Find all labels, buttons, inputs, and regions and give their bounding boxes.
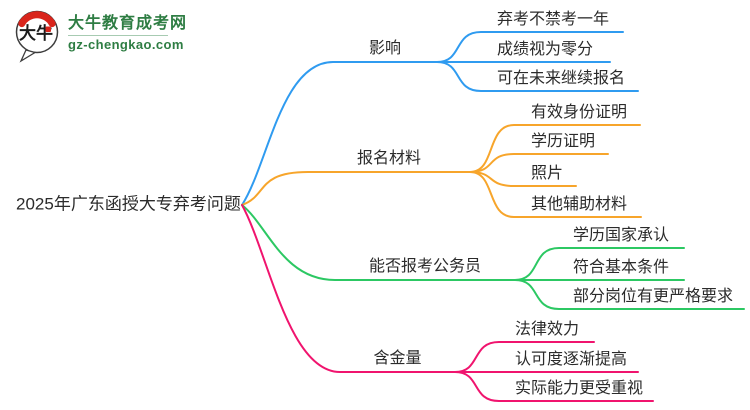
connector-line <box>241 204 456 373</box>
subtopic-3-3[interactable]: 部分岗位有更严格要求 <box>573 288 734 305</box>
connector-line <box>469 124 641 173</box>
subtopic-1-3[interactable]: 可在未来继续报名 <box>497 70 626 87</box>
logo-domain: gz-chengkao.com <box>68 37 184 52</box>
connector-line <box>469 153 609 173</box>
subtopic-2-1[interactable]: 有效身份证明 <box>531 104 628 121</box>
root-topic[interactable]: 2025年广东函授大专弃考问题 <box>16 194 241 214</box>
subtopic-3-2[interactable]: 符合基本条件 <box>573 259 670 276</box>
connector-line <box>514 247 685 281</box>
logo-seal <box>45 26 51 32</box>
subtopic-1-2[interactable]: 成绩视为零分 <box>497 41 594 58</box>
connector-line <box>469 171 642 218</box>
logo-divider <box>68 35 168 36</box>
subtopic-2-4[interactable]: 其他辅助材料 <box>531 196 628 213</box>
subtopic-2-3[interactable]: 照片 <box>531 165 564 182</box>
site-logo: 大牛 大牛教育成考网 gz-chengkao.com <box>14 9 187 63</box>
branch-topic-4[interactable]: 含金量 <box>373 350 422 367</box>
logo-icon-characters: 大牛 <box>19 23 53 43</box>
subtopic-4-3[interactable]: 实际能力更受重视 <box>515 380 644 397</box>
logo-title: 大牛教育成考网 <box>68 15 188 32</box>
branch-topic-2[interactable]: 报名材料 <box>356 150 422 167</box>
connector-line <box>436 31 624 63</box>
subtopic-1-1[interactable]: 弃考不禁考一年 <box>497 11 610 28</box>
connector-line <box>241 204 516 281</box>
logo-bubble-icon: 大牛 <box>15 10 59 63</box>
logo-red-arc <box>18 11 56 28</box>
connector-line <box>454 341 595 373</box>
subtopic-4-2[interactable]: 认可度逐渐提高 <box>515 351 628 368</box>
connector-line <box>241 61 438 206</box>
connector-line <box>454 371 654 402</box>
connector-line <box>436 61 639 92</box>
subtopic-2-2[interactable]: 学历证明 <box>531 133 596 150</box>
connector-line <box>514 279 745 310</box>
logo-bubble-tail <box>19 49 37 63</box>
subtopic-3-1[interactable]: 学历国家承认 <box>573 227 670 244</box>
subtopic-4-1[interactable]: 法律效力 <box>515 321 580 338</box>
branch-topic-1[interactable]: 影响 <box>368 40 402 57</box>
branch-topic-3[interactable]: 能否报考公务员 <box>368 258 482 275</box>
logo-text-block: 大牛教育成考网 gz-chengkao.com <box>68 9 187 52</box>
connector-line <box>241 171 471 206</box>
